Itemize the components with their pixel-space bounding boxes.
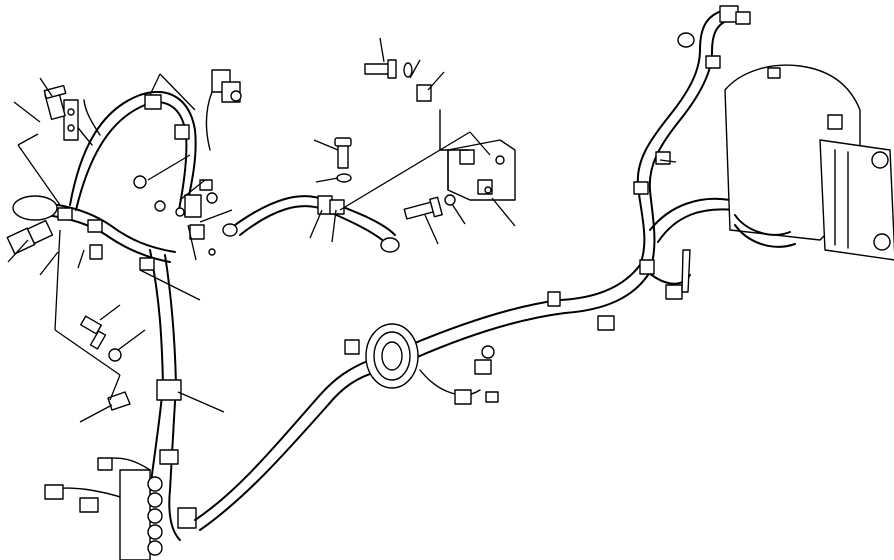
relay-panel [119,469,163,560]
right-vertical-harness [636,9,736,285]
top-left-bracket [63,99,79,141]
grommet [365,323,419,389]
controller-unit [724,64,894,261]
bolt-part-center [334,137,352,183]
top-right-connector [633,5,751,300]
ground-strap-cable [234,195,400,253]
top-left-connector-cluster [133,69,242,256]
center-connector-cluster [344,291,615,405]
bolt-part-lower-middle [403,194,456,220]
left-connector-block [6,195,155,271]
bolt-part-top-middle [364,59,432,102]
lower-left-harness [44,379,197,551]
center-main-harness [194,264,649,531]
mounting-bracket-assembly [439,109,516,201]
bolt-part-top-left [43,84,67,121]
callout-leaders [7,37,677,423]
bolt-part-lower-left [80,315,131,411]
